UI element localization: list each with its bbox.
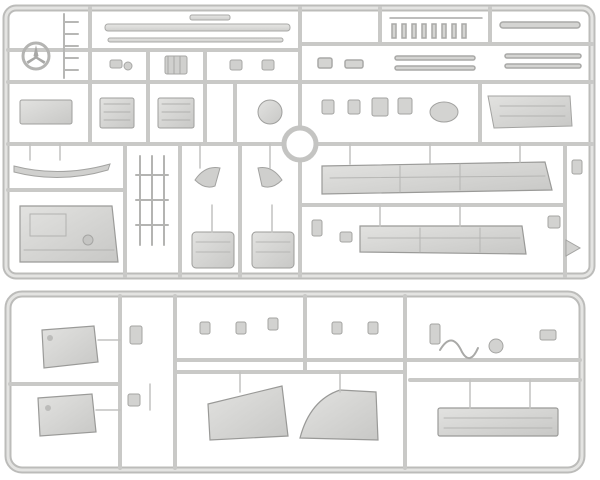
far-right-small-parts <box>311 159 583 257</box>
upper-sprue-gates <box>29 143 521 233</box>
drum-parts <box>191 231 295 269</box>
upper-right-small-parts <box>317 17 582 71</box>
sprue-hub-ring <box>281 125 319 163</box>
top-left-small-parts <box>63 13 79 79</box>
fender-parts <box>194 167 283 188</box>
lower-small-parts <box>127 317 557 407</box>
row2-small-parts <box>109 55 275 75</box>
three-pointed-star-emblem-icon <box>21 41 51 71</box>
lower-sprue-gates <box>95 339 531 411</box>
vertical-rod-parts <box>135 155 169 246</box>
left-armor-plate-parts <box>37 325 99 437</box>
lower-left-panel-part <box>19 205 119 263</box>
upper-sprue-runners <box>6 6 594 278</box>
cable-part <box>439 339 479 359</box>
curved-blade-part <box>13 163 111 178</box>
lower-sprue-runners <box>8 294 582 470</box>
upper-sprue <box>2 4 596 280</box>
curved-fender-panel-parts <box>207 385 379 441</box>
lower-sprue <box>4 290 586 474</box>
grille-panel-part <box>437 407 559 437</box>
top-bar-parts <box>104 14 291 43</box>
row3-right-parts <box>321 95 573 129</box>
chassis-rail-parts <box>321 161 553 255</box>
